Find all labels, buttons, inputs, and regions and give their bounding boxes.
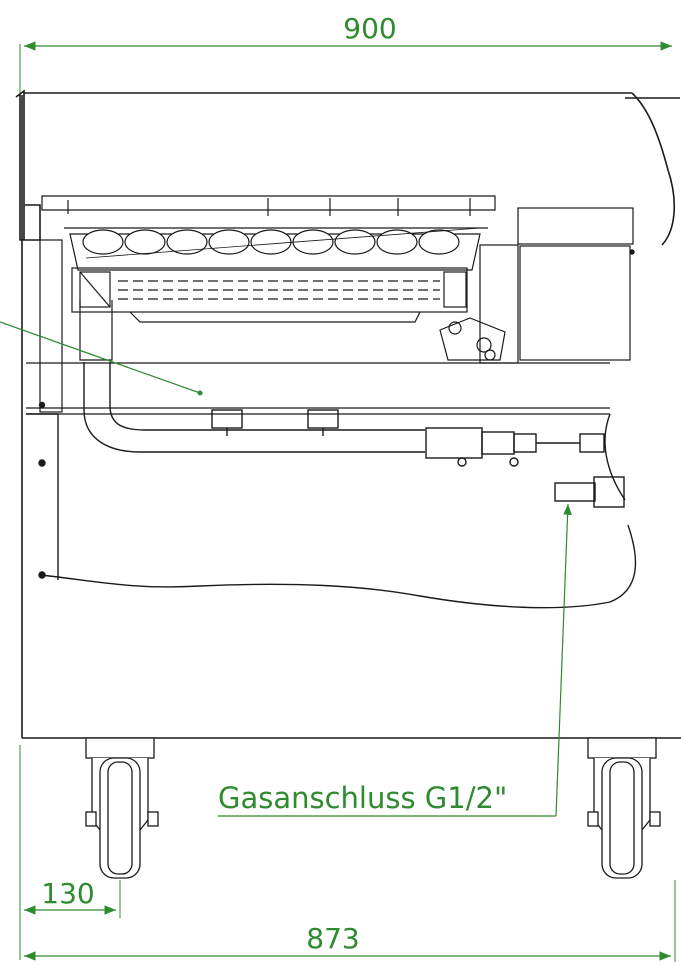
caster-left [85, 737, 159, 879]
leader-left-callout [0, 321, 203, 396]
gas-connection-label: Gasanschluss G1/2" [218, 781, 507, 815]
gas-pipe [83, 362, 625, 508]
dimension-overall-width: 900 [19, 12, 672, 105]
dimension-label-130: 130 [41, 877, 94, 910]
cabinet-cutaway [26, 249, 637, 609]
dimension-wheel-offset: 130 [19, 745, 121, 960]
caster-right [587, 737, 661, 879]
callout-gas-connection: Gasanschluss G1/2" [218, 503, 572, 817]
grill-assembly [26, 195, 634, 415]
product-rolls [82, 227, 481, 259]
dimension-wheelbase: 873 [24, 880, 676, 962]
dimension-label-873: 873 [306, 922, 359, 955]
dimension-label-900: 900 [343, 12, 396, 45]
